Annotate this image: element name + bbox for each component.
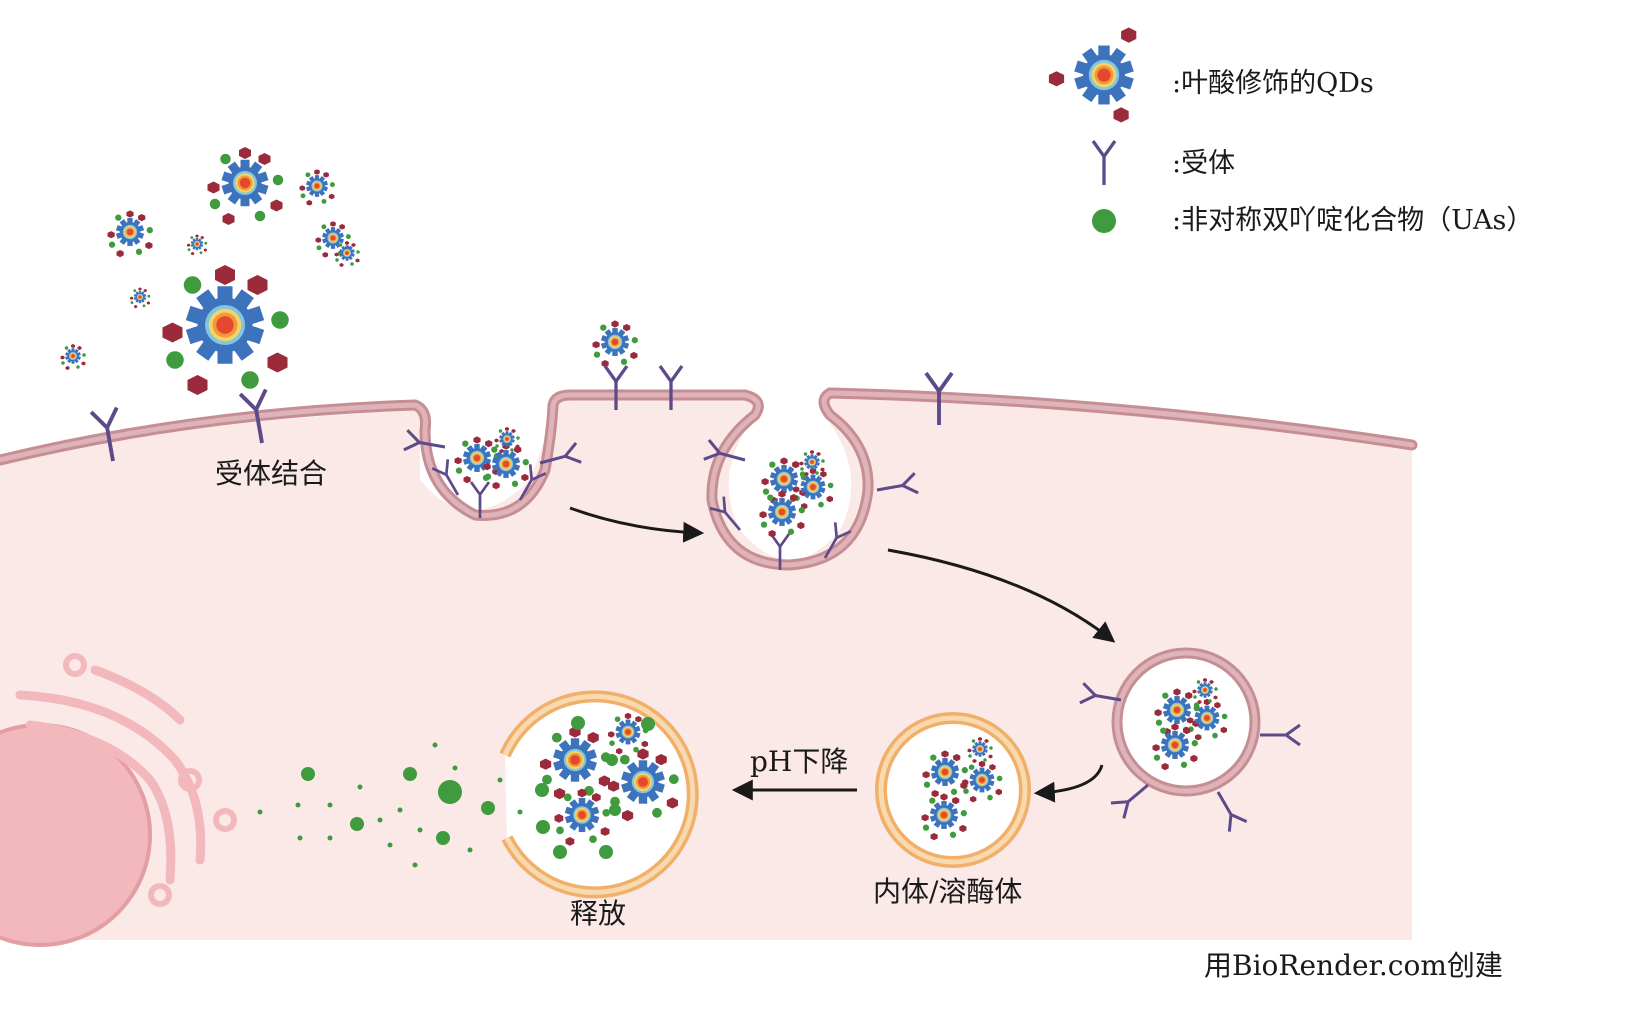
extracellular-qds	[61, 147, 638, 395]
process-arrows	[569, 506, 1116, 803]
endo-lysosome-label: 内体/溶酶体	[873, 875, 1023, 908]
release-label: 释放	[570, 897, 627, 930]
golgi-apparatus	[15, 653, 237, 907]
legend-uas-label: :非对称双吖啶化合物（UAs）	[1172, 205, 1534, 236]
receptor-binding-label: 受体结合	[215, 457, 328, 490]
legend-receptor-icon	[1091, 139, 1117, 187]
legend-qd-label: :叶酸修饰的QDs	[1172, 68, 1374, 99]
endo-lysosome	[875, 712, 1031, 868]
release-lysosome	[499, 690, 699, 899]
legend-receptor-label: :受体	[1172, 148, 1236, 179]
released-uas	[257, 742, 523, 868]
cytoplasm	[0, 395, 1412, 940]
legend-qd-icon	[1049, 27, 1136, 122]
cell-membrane	[0, 387, 1418, 571]
biorender-credit: 用BioRender.com创建	[1204, 949, 1503, 982]
vesicle	[1078, 647, 1302, 834]
ph-drop-label: pH下降	[750, 745, 849, 778]
legend-uas-icon	[1092, 209, 1116, 233]
